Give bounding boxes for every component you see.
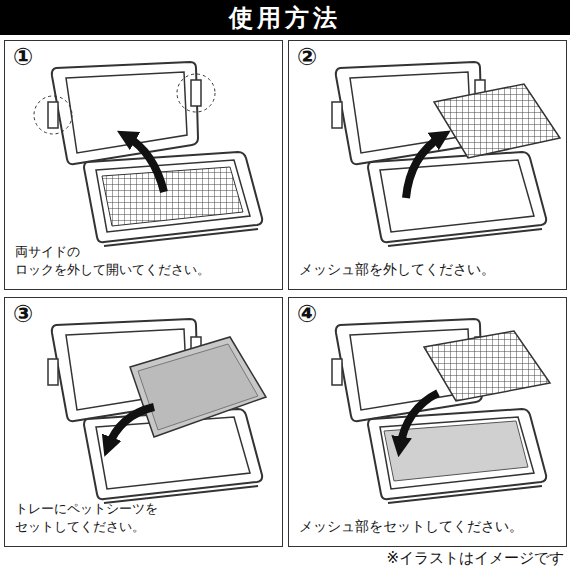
title-text: 使用方法 <box>229 2 341 34</box>
step-panel: ① 両サイドの ロックを外して開いてください。 <box>4 40 283 290</box>
step-number: ① <box>13 43 33 72</box>
step-caption: メッシュ部をセットしてください。 <box>299 516 558 536</box>
step-caption: トレーにペットシーツを セットしてください。 <box>15 500 274 537</box>
title-band: 使用方法 <box>0 0 570 35</box>
step-caption: メッシュ部を外してください。 <box>299 259 558 279</box>
step-panel: ③ トレーにペットシーツを セットしてください。 <box>4 297 283 547</box>
step-caption: 両サイドの ロックを外して開いてください。 <box>15 243 274 280</box>
step-panel: ④ メッシュ部をセットしてください。 <box>288 297 567 547</box>
step-number: ④ <box>297 300 317 329</box>
step-number: ③ <box>13 300 33 329</box>
step-panel: ② メッシュ部を外してください。 <box>288 40 567 290</box>
step-number: ② <box>297 43 317 72</box>
note-text: ※イラストはイメージです <box>386 549 564 569</box>
